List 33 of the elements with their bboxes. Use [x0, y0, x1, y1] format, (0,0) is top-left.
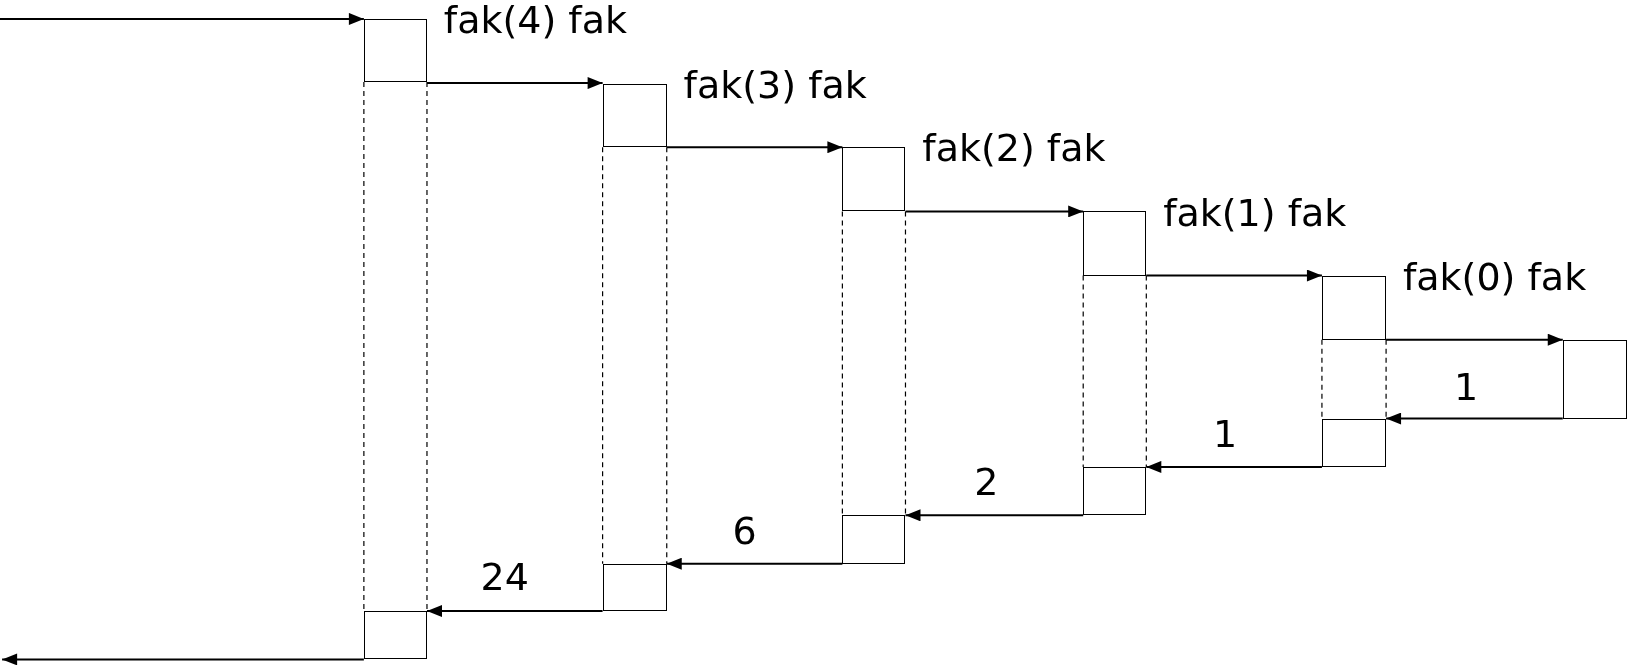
edge-label: 1 [1213, 415, 1238, 454]
frame-box [1321, 275, 1387, 340]
arrow [0, 12, 365, 25]
frame-box [1321, 418, 1387, 467]
arrow [1145, 460, 1323, 473]
arrow [425, 77, 604, 90]
frame-box [363, 18, 427, 82]
frame-box [363, 611, 427, 660]
call-label: fak(4) fak [443, 1, 628, 40]
frame-box [1083, 466, 1147, 516]
arrow [1385, 333, 1564, 346]
arrow [1145, 269, 1323, 282]
call-label: fak(2) fak [922, 129, 1106, 168]
call-label: fak(1) fak [1163, 193, 1347, 232]
arrow [1, 653, 365, 666]
edge-label: 1 [1453, 368, 1479, 406]
call-label: fak(0) fak [1402, 257, 1587, 296]
frame-box [1562, 339, 1627, 419]
edge-label: 2 [974, 462, 999, 501]
edge-label: 6 [732, 512, 757, 551]
frame-box [602, 84, 667, 148]
frame-box [842, 147, 906, 212]
arrow [1385, 412, 1564, 425]
call-label: fak(3) fak [683, 66, 867, 105]
arrow [665, 141, 844, 154]
frame-box [602, 563, 667, 611]
arrow [904, 205, 1085, 218]
edge-label: 24 [480, 558, 529, 597]
arrow [665, 557, 844, 570]
frame-box [842, 515, 906, 564]
frame-box [1083, 211, 1147, 276]
arrow [425, 605, 604, 617]
arrow [904, 509, 1085, 522]
